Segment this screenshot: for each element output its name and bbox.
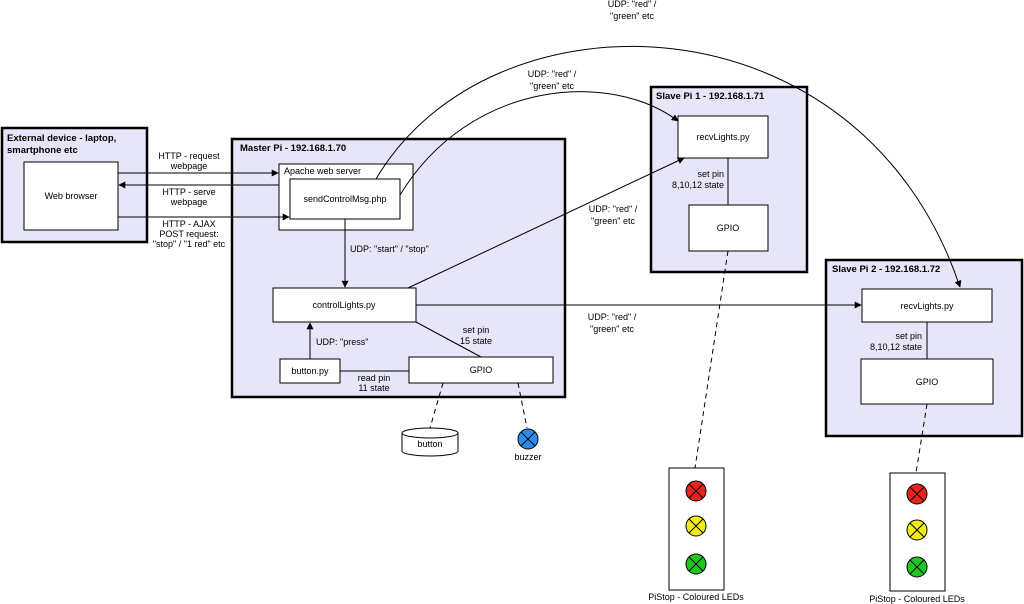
http-request-label-line1: HTTP - request [158,151,220,161]
pistop-2-green-led-icon [906,556,928,578]
set-pin-15-label-line2: 15 state [460,336,492,346]
pistop-1-yellow-led-icon [685,515,707,537]
pistop-1-green-led-icon [685,553,707,575]
udp-slave-1-label-line1: UDP: "red" / [528,69,577,79]
read-pin-label-line2: 11 state [358,383,389,393]
slave-pi-1-title: Slave Pi 1 - 192.168.1.71 [656,91,765,102]
udp-start-stop-label: UDP: "start" / "stop" [350,244,429,254]
udp-slave-1-label-line2: "green" etc [530,81,574,91]
slave-1-gpio-box [688,204,769,252]
set-pin-15-line [415,321,482,358]
slave-2-set-pin-label-line2: 8,10,12 state [870,342,922,352]
slave-pi-2-panel [824,258,1024,438]
http-serve-label-line2: webpage [170,197,208,207]
slave-1-set-pin-label-line1: set pin [697,169,724,179]
control-lights-py-label: controlLights.py [312,300,376,310]
read-pin-label-line1: read pin [358,373,391,383]
button-device-label: button [417,439,442,449]
pistop-1-caption: PiStop - Coloured LEDs [648,592,744,602]
slave-2-gpio-label: GPIO [916,377,939,387]
master-pi-title: Master Pi - 192.168.1.70 [240,143,346,154]
set-pin-15-label-line1: set pin [463,325,490,335]
pistop-2-red-led-icon [906,483,928,505]
http-request-label-line2: webpage [170,161,208,171]
master-gpio-box [408,356,554,384]
master-gpio-to-button-dashed [429,382,444,429]
buzzer-label: buzzer [514,452,541,462]
udp-mid-label-line2: "green" etc [591,216,635,226]
slave-1-gpio-to-pistop-dashed [694,250,729,469]
slave-1-set-pin-label-line2: 8,10,12 state [672,180,724,190]
control-lights-py-box [272,287,417,323]
slave-2-set-pin-label-line1: set pin [895,331,922,341]
web-browser-label: Web browser [45,191,98,201]
pistop-2-caption: PiStop - Coloured LEDs [869,594,965,604]
pistop-1-red-led-icon [685,480,707,502]
button-py-box [279,358,341,384]
udp-control-to-slave-1-arrow [407,157,685,289]
http-ajax-label-line2: POST request: [159,229,218,239]
udp-slave-2-label-line2: "green" etc [590,324,634,334]
slave-1-recv-lights-box [677,115,769,159]
button-cylinder-icon [401,427,459,457]
pistop-2-yellow-led-icon [906,519,928,541]
slave-2-recv-lights-box [861,288,993,323]
slave-2-recv-lights-label: recvLights.py [900,301,954,311]
udp-curve-to-slave-1 [399,91,679,196]
udp-top-curve-to-slave-2 [375,45,962,288]
apache-web-server-label: Apache web server [284,166,361,176]
slave-pi-2-title: Slave Pi 2 - 192.168.1.72 [832,264,940,275]
send-control-msg-php-label: sendControlMsg.php [303,194,386,204]
udp-press-label: UDP: "press" [316,337,368,347]
web-browser-box [23,161,119,231]
master-gpio-label: GPIO [470,365,493,375]
button-py-label: button.py [291,366,329,376]
slave-1-gpio-label: GPIO [717,223,740,233]
buzzer-x-icon [517,428,539,450]
external-device-title-line1: External device - laptop, [7,133,116,144]
external-device-title-line2: smartphone etc [7,145,78,156]
http-serve-label-line1: HTTP - serve [162,187,215,197]
slave-2-gpio-to-pistop-dashed [915,403,928,474]
master-gpio-to-buzzer-dashed [517,382,528,429]
udp-mid-label-line1: UDP: "red" / [589,204,638,214]
slave-1-recv-lights-label: recvLights.py [696,132,750,142]
http-ajax-label-line3: "stop" / "1 red" etc [153,239,226,249]
send-control-msg-php-box [289,178,401,220]
http-ajax-label-line1: HTTP - AJAX [162,219,215,229]
udp-top-label-line2: "green" etc [610,11,654,21]
udp-slave-2-label-line1: UDP: "red" / [588,312,637,322]
udp-top-label-line1: UDP: "red" / [608,0,657,9]
